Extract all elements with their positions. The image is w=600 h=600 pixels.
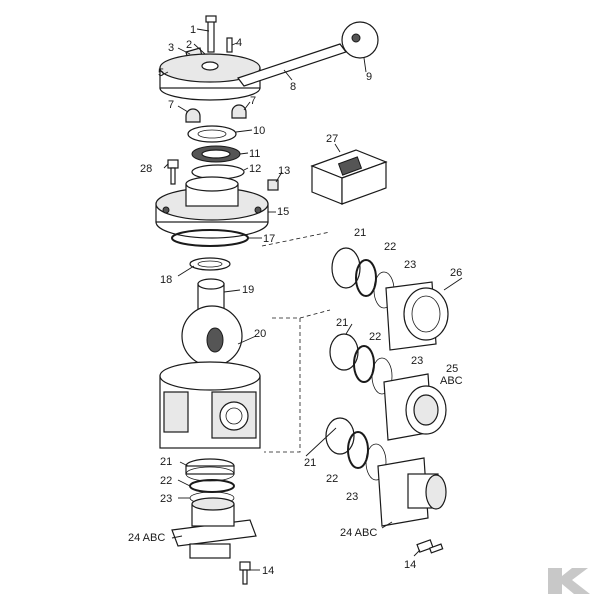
label-8: 8 (290, 81, 296, 93)
label-19: 19 (242, 284, 254, 296)
part-21-seat-bottom (185, 458, 235, 482)
label-12: 12 (249, 163, 261, 175)
part-22-ring-bottom (189, 479, 235, 493)
label-24-bottom: 24 ABC (128, 532, 165, 544)
label-1: 1 (190, 24, 196, 36)
label-11: 11 (249, 148, 260, 160)
label-20: 20 (254, 328, 266, 340)
part-1-screw (205, 15, 217, 53)
part-20-valve-body (159, 361, 261, 449)
outlet-group-2 (329, 333, 447, 441)
label-15: 15 (277, 206, 289, 218)
alignment-line-1 (261, 231, 331, 247)
label-22-group2: 22 (369, 331, 381, 343)
label-22-group1: 22 (384, 241, 396, 253)
label-23-bottom: 23 (160, 493, 172, 505)
label-23-group2: 23 (411, 355, 423, 367)
label-5: 5 (158, 67, 164, 79)
label-21-group1: 21 (354, 227, 366, 239)
label-14-side: 14 (404, 559, 416, 571)
part-4-pin (226, 37, 233, 53)
part-11-bearing (191, 145, 241, 163)
label-28: 28 (140, 163, 152, 175)
part-27-kit-box (310, 149, 388, 205)
part-14-bolt-bottom (239, 561, 251, 585)
part-10-ring (187, 125, 237, 143)
part-14-bolt-side (416, 539, 444, 554)
alignment-line-2 (264, 317, 301, 453)
part-15-top-flange (155, 176, 269, 239)
label-21-bottom: 21 (160, 456, 172, 468)
label-2: 2 (186, 39, 192, 51)
label-27: 27 (326, 133, 338, 145)
part-24-bottom-flange (171, 497, 257, 559)
label-25: 25 (446, 363, 458, 375)
label-10: 10 (253, 125, 265, 137)
label-7b: 7 (250, 95, 256, 107)
label-22-bottom: 22 (160, 475, 172, 487)
part-18-ring (189, 257, 231, 271)
label-22-group3: 22 (326, 473, 338, 485)
part-13-fitting (267, 179, 279, 191)
brand-logo-icon (548, 568, 590, 594)
part-19-ball-stem (181, 278, 243, 367)
leader-lines (159, 28, 463, 571)
part-7-stops (185, 104, 247, 123)
label-23-group3: 23 (346, 491, 358, 503)
outlet-group-1 (331, 247, 449, 351)
label-24-side: 24 ABC (340, 527, 377, 539)
label-4: 4 (236, 37, 242, 49)
label-7a: 7 (168, 99, 174, 111)
label-14-bottom: 14 (262, 565, 274, 577)
part-9-knob (341, 21, 379, 59)
label-17: 17 (263, 233, 275, 245)
label-21-group2: 21 (336, 317, 348, 329)
part-28-bolt (167, 159, 179, 185)
label-21-group3: 21 (304, 457, 316, 469)
outlet-group-3 (325, 417, 447, 527)
label-26: 26 (450, 267, 462, 279)
label-25-abc: ABC (440, 375, 463, 387)
label-9: 9 (366, 71, 372, 83)
label-23-group1: 23 (404, 259, 416, 271)
label-18: 18 (160, 274, 172, 286)
part-5-cap (159, 53, 261, 101)
alignment-line-3 (299, 309, 331, 319)
part-labels: 1 2 3 4 5 7 7 8 9 10 11 12 28 13 15 17 1… (128, 24, 463, 577)
label-13: 13 (278, 165, 290, 177)
label-3: 3 (168, 42, 174, 54)
